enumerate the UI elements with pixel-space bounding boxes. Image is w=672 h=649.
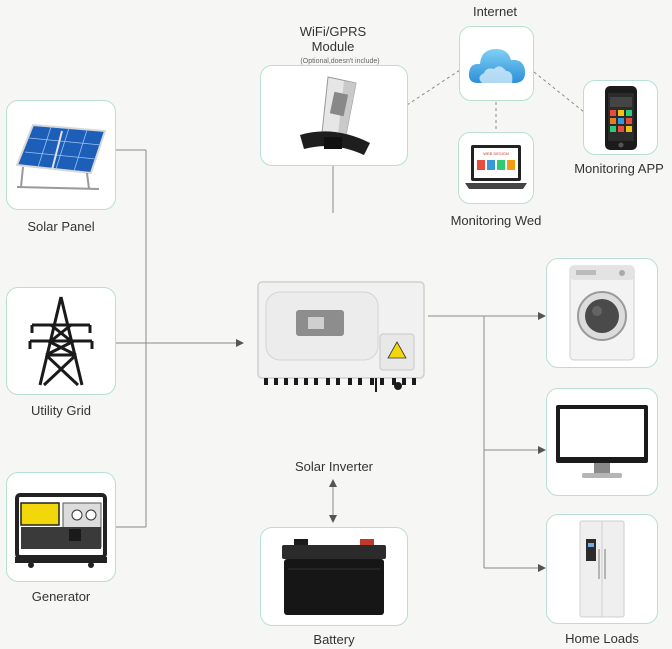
module-title-line2: Module [311, 39, 355, 54]
battery-icon [282, 538, 386, 615]
utility-grid-label: Utility Grid [31, 403, 91, 418]
utility-grid-box [6, 287, 116, 395]
solar-panel-box [6, 100, 116, 210]
solar-panel-label: Solar Panel [27, 219, 95, 234]
inverter-label: Solar Inverter [294, 459, 374, 474]
monitoring-web-label: Monitoring Wed [450, 213, 542, 228]
cloud-icon [468, 48, 525, 83]
generator-label: Generator [31, 589, 91, 604]
generator-icon [15, 493, 107, 568]
monitoring-web-box: WEB DESIGN [458, 132, 534, 204]
solar-panel-icon [15, 123, 107, 190]
laptop-screen-text: WEB DESIGN [483, 151, 509, 156]
smartphone-icon [604, 85, 637, 150]
internet-box [459, 26, 534, 101]
inverter-unit [256, 280, 426, 392]
wifi-dongle-icon [300, 75, 370, 155]
monitor-box [546, 388, 658, 496]
battery-box [260, 527, 408, 626]
module-note: (Optional,doesn't include) [300, 58, 380, 65]
home-loads-label: Home Loads [565, 631, 639, 646]
computer-monitor-icon [556, 405, 648, 478]
battery-label: Battery [313, 632, 355, 647]
generator-box [6, 472, 116, 582]
wifi-module-box [260, 65, 408, 166]
monitoring-app-box [583, 80, 658, 155]
laptop-icon: WEB DESIGN [465, 145, 527, 189]
washing-machine-icon [569, 265, 635, 361]
washing-machine-box [546, 258, 658, 368]
monitoring-app-label: Monitoring APP [574, 161, 664, 176]
module-title-line1: WiFi/GPRS [299, 24, 367, 39]
power-tower-icon [28, 296, 94, 387]
refrigerator-icon [579, 520, 625, 618]
refrigerator-box [546, 514, 658, 624]
inverter-icon [257, 281, 425, 392]
module-title: WiFi/GPRS Module [300, 24, 366, 54]
internet-label: Internet [472, 4, 518, 19]
